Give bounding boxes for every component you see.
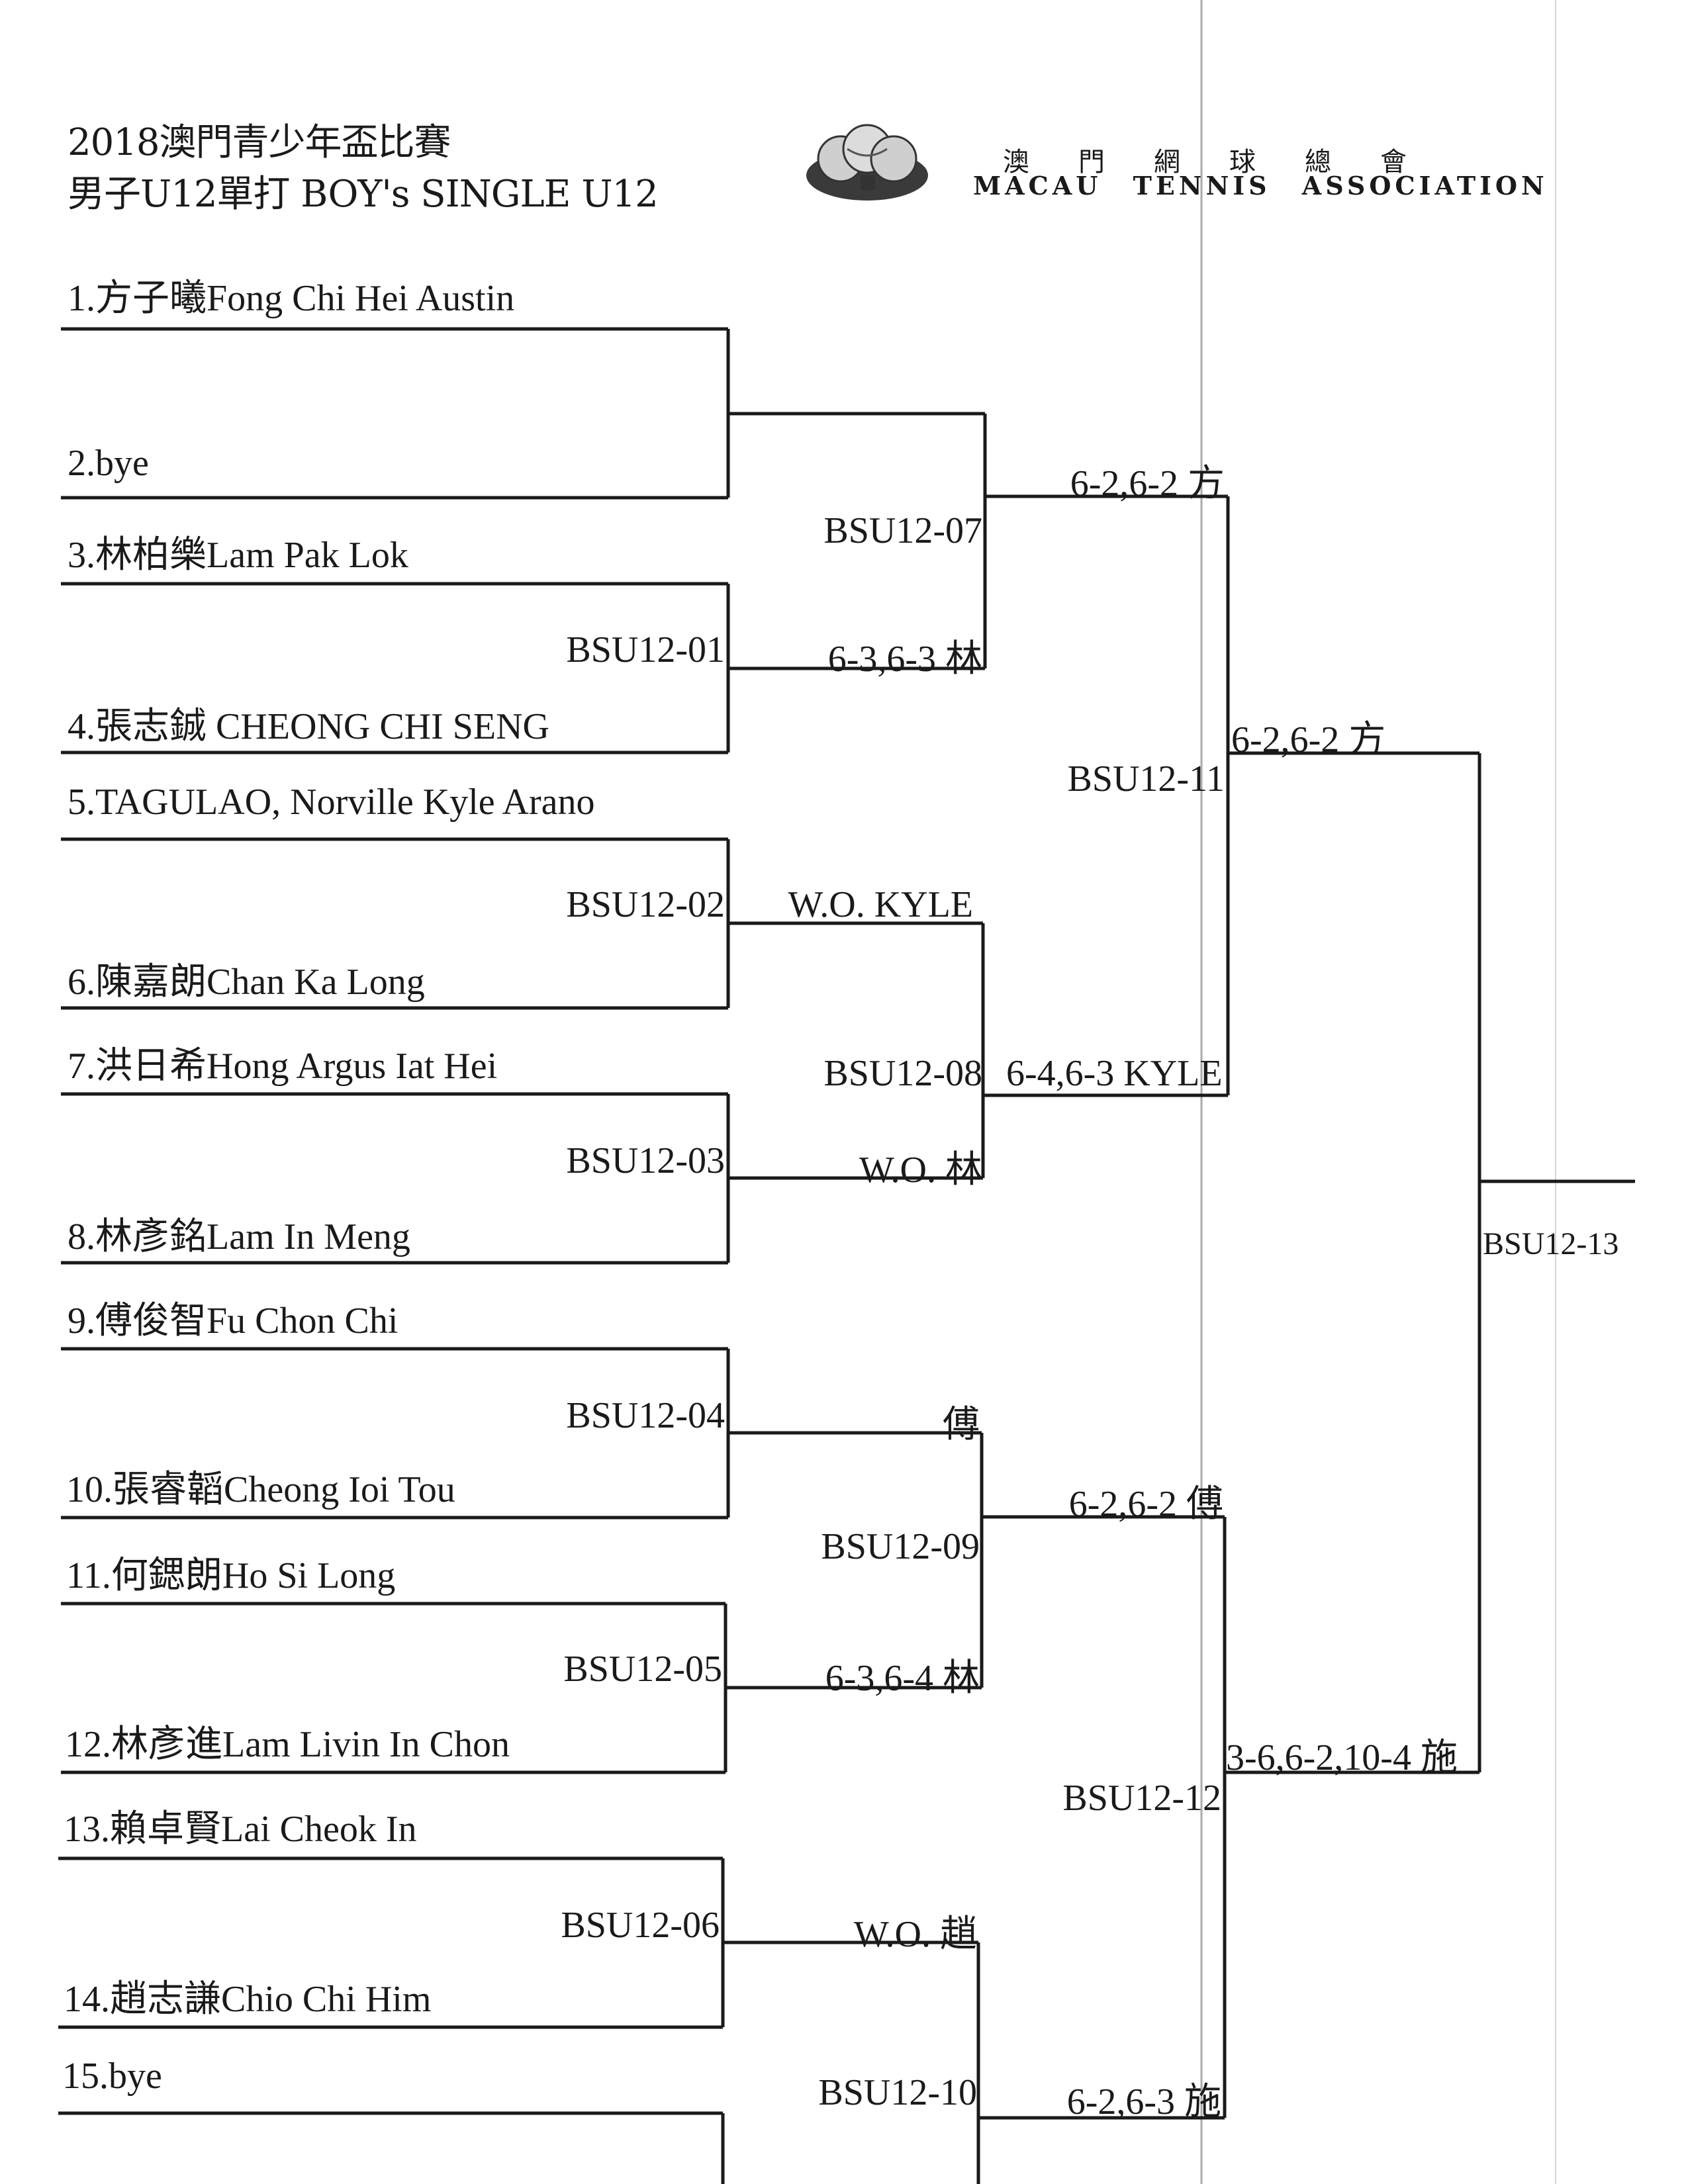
player-2: 2.bye (68, 443, 149, 484)
match-code-r2-2: BSU12-08 (823, 1053, 982, 1094)
match-code-r3-2: BSU12-12 (1062, 1778, 1221, 1819)
match-code-r1-4: BSU12-04 (566, 1395, 725, 1436)
match-code-r3-1: BSU12-11 (1067, 758, 1225, 799)
player-8: 8.林彥銘Lam In Meng (68, 1216, 410, 1257)
match-code-r2-1: BSU12-07 (823, 510, 982, 551)
player-11: 11.何鍶朗Ho Si Long (66, 1555, 396, 1596)
match-result-r3-1: 6-2,6-2 方 (1231, 719, 1386, 760)
player-1: 1.方子曦Fong Chi Hei Austin (68, 278, 515, 319)
player-15: 15.bye (62, 2056, 162, 2097)
player-12: 12.林彥進Lam Livin In Chon (65, 1724, 510, 1765)
match-result-r2-4: 6-2,6-3 施 (1066, 2081, 1221, 2122)
player-4: 4.張志鋮 CHEONG CHI SENG (68, 706, 549, 747)
title-line-1: 2018澳門青少年盃比賽 (68, 121, 451, 164)
match-result-r1-2: W.O. KYLE (788, 884, 973, 925)
match-result-r1-4: 傅 (943, 1404, 980, 1445)
association-english-name: MACAU TENNIS ASSOCIATION (973, 171, 1548, 201)
match-code-r1-5: BSU12-05 (563, 1649, 722, 1690)
match-result-r3-2: 3-6,6-2,10-4 施 (1226, 1737, 1458, 1778)
match-code-r2-3: BSU12-09 (821, 1526, 980, 1567)
match-code-r1-6: BSU12-06 (561, 1905, 720, 1946)
match-result-r2-3: 6-2,6-2 傅 (1068, 1484, 1223, 1525)
match-code-r2-4: BSU12-10 (818, 2072, 977, 2113)
match-result-r2-2: 6-4,6-3 KYLE (1006, 1053, 1223, 1094)
player-6: 6.陳嘉朗Chan Ka Long (68, 962, 425, 1003)
match-code-final: BSU12-13 (1483, 1226, 1619, 1261)
player-7: 7.洪日希Hong Argus Iat Hei (68, 1046, 498, 1087)
player-5: 5.TAGULAO, Norville Kyle Arano (68, 782, 595, 823)
match-result-r1-5: 6-3,6-4 林 (825, 1658, 980, 1699)
association-chinese-name: 澳門網球總會 (1003, 147, 1456, 177)
match-result-r1-3: W.O. 林 (859, 1150, 982, 1191)
match-code-r1-3: BSU12-03 (566, 1140, 725, 1181)
match-result-r2-1: 6-2,6-2 方 (1070, 463, 1225, 504)
player-3: 3.林柏樂Lam Pak Lok (68, 535, 408, 576)
match-result-r1-6: W.O. 趙 (853, 1914, 977, 1955)
title-line-2: 男子U12單打 BOY's SINGLE U12 (68, 173, 659, 216)
match-code-r1-2: BSU12-02 (566, 884, 725, 925)
tennis-balls-logo-icon (806, 124, 928, 201)
player-13: 13.賴卓賢Lai Cheok In (64, 1809, 417, 1850)
player-10: 10.張睿韜Cheong Ioi Tou (66, 1469, 455, 1510)
player-9: 9.傅俊智Fu Chon Chi (68, 1300, 399, 1342)
match-code-r1-1: BSU12-01 (566, 629, 725, 670)
match-result-r1-1: 6-3,6-3 林 (827, 639, 982, 680)
player-14: 14.趙志謙Chio Chi Him (64, 1979, 432, 2020)
